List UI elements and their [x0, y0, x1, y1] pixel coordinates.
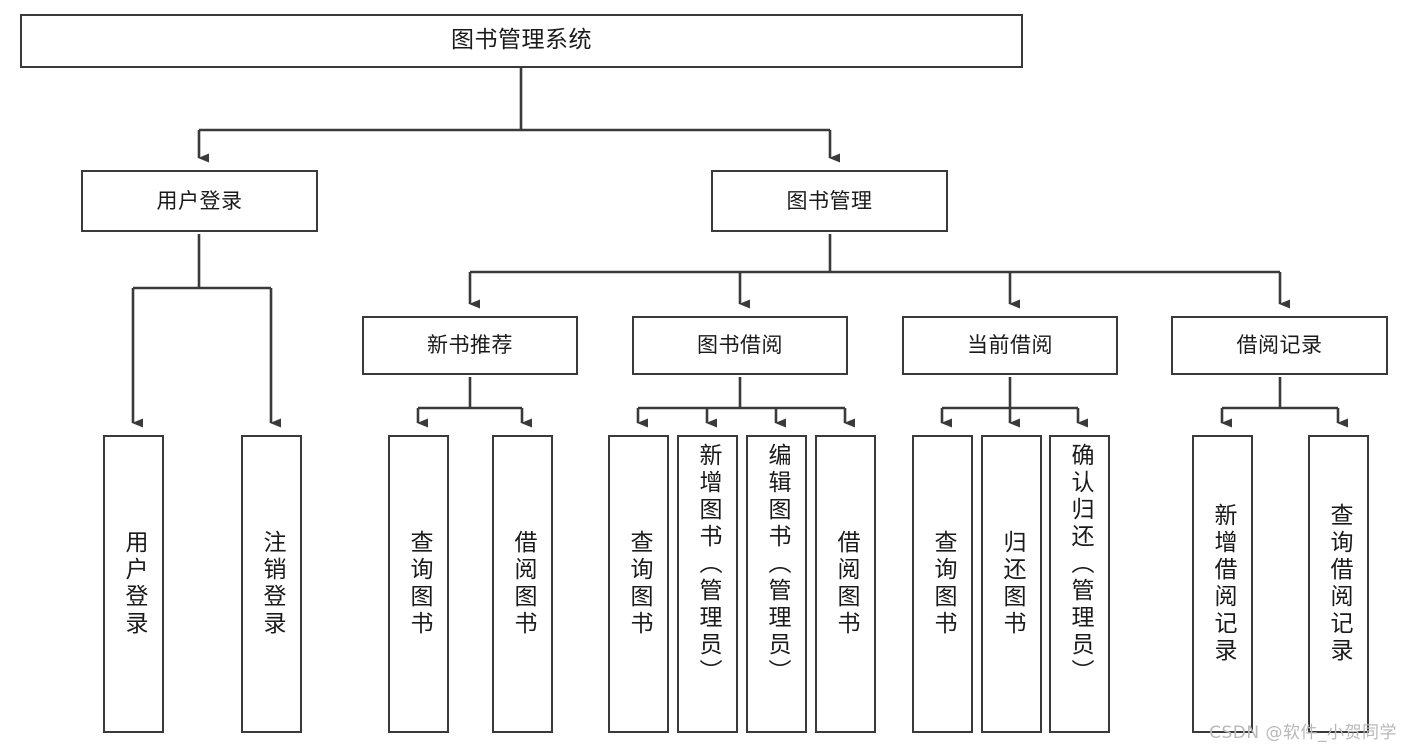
- node-current-borrow-label: 当前借阅: [967, 333, 1053, 358]
- leaf-cb-query-book-label: 查询图书: [930, 530, 956, 638]
- node-book-borrow-label: 图书借阅: [697, 333, 783, 358]
- leaf-logout[interactable]: 注销登录: [241, 435, 302, 733]
- leaf-br-add-record-label: 新增借阅记录: [1210, 503, 1236, 665]
- leaf-br-query-record[interactable]: 查询借阅记录: [1308, 435, 1369, 733]
- leaf-cb-query-book[interactable]: 查询图书: [912, 435, 973, 733]
- leaf-bb-query-book-label: 查询图书: [626, 530, 652, 638]
- node-user-login-label: 用户登录: [156, 188, 243, 213]
- leaf-nb-query-book-label: 查询图书: [406, 530, 432, 638]
- node-borrow-record[interactable]: 借阅记录: [1171, 316, 1388, 375]
- leaf-cb-return-book-label: 归还图书: [999, 530, 1025, 638]
- leaf-br-query-record-label: 查询借阅记录: [1326, 503, 1352, 665]
- node-current-borrow[interactable]: 当前借阅: [902, 316, 1118, 375]
- leaf-nb-query-book[interactable]: 查询图书: [388, 435, 449, 733]
- node-new-book-recommend[interactable]: 新书推荐: [362, 316, 578, 375]
- leaf-bb-edit-book-admin[interactable]: 编辑图书（管理员）: [746, 435, 807, 733]
- leaf-bb-borrow-book[interactable]: 借阅图书: [815, 435, 876, 733]
- leaf-bb-edit-book-admin-label: 编辑图书（管理员）: [764, 443, 790, 686]
- node-new-book-recommend-label: 新书推荐: [427, 333, 513, 358]
- leaf-user-login[interactable]: 用户登录: [103, 435, 164, 733]
- node-book-management-label: 图书管理: [786, 188, 873, 213]
- node-user-login[interactable]: 用户登录: [81, 170, 318, 232]
- leaf-cb-confirm-return-admin[interactable]: 确认归还（管理员）: [1049, 435, 1110, 733]
- node-book-management[interactable]: 图书管理: [711, 170, 948, 232]
- leaf-bb-add-book-admin-label: 新增图书（管理员）: [695, 443, 721, 686]
- leaf-bb-add-book-admin[interactable]: 新增图书（管理员）: [677, 435, 738, 733]
- leaf-bb-borrow-book-label: 借阅图书: [833, 530, 859, 638]
- leaf-cb-return-book[interactable]: 归还图书: [981, 435, 1042, 733]
- node-root-label: 图书管理系统: [451, 27, 592, 54]
- leaf-cb-confirm-return-admin-label: 确认归还（管理员）: [1067, 443, 1093, 686]
- leaf-user-login-label: 用户登录: [121, 530, 147, 638]
- node-root-system[interactable]: 图书管理系统: [20, 14, 1023, 68]
- leaf-bb-query-book[interactable]: 查询图书: [608, 435, 669, 733]
- node-book-borrow[interactable]: 图书借阅: [632, 316, 848, 375]
- leaf-logout-label: 注销登录: [259, 530, 285, 638]
- csdn-watermark: CSDN @软件_小贺同学: [1209, 723, 1397, 743]
- leaf-nb-borrow-book[interactable]: 借阅图书: [492, 435, 553, 733]
- leaf-br-add-record[interactable]: 新增借阅记录: [1192, 435, 1253, 733]
- node-borrow-record-label: 借阅记录: [1236, 333, 1323, 358]
- leaf-nb-borrow-book-label: 借阅图书: [510, 530, 536, 638]
